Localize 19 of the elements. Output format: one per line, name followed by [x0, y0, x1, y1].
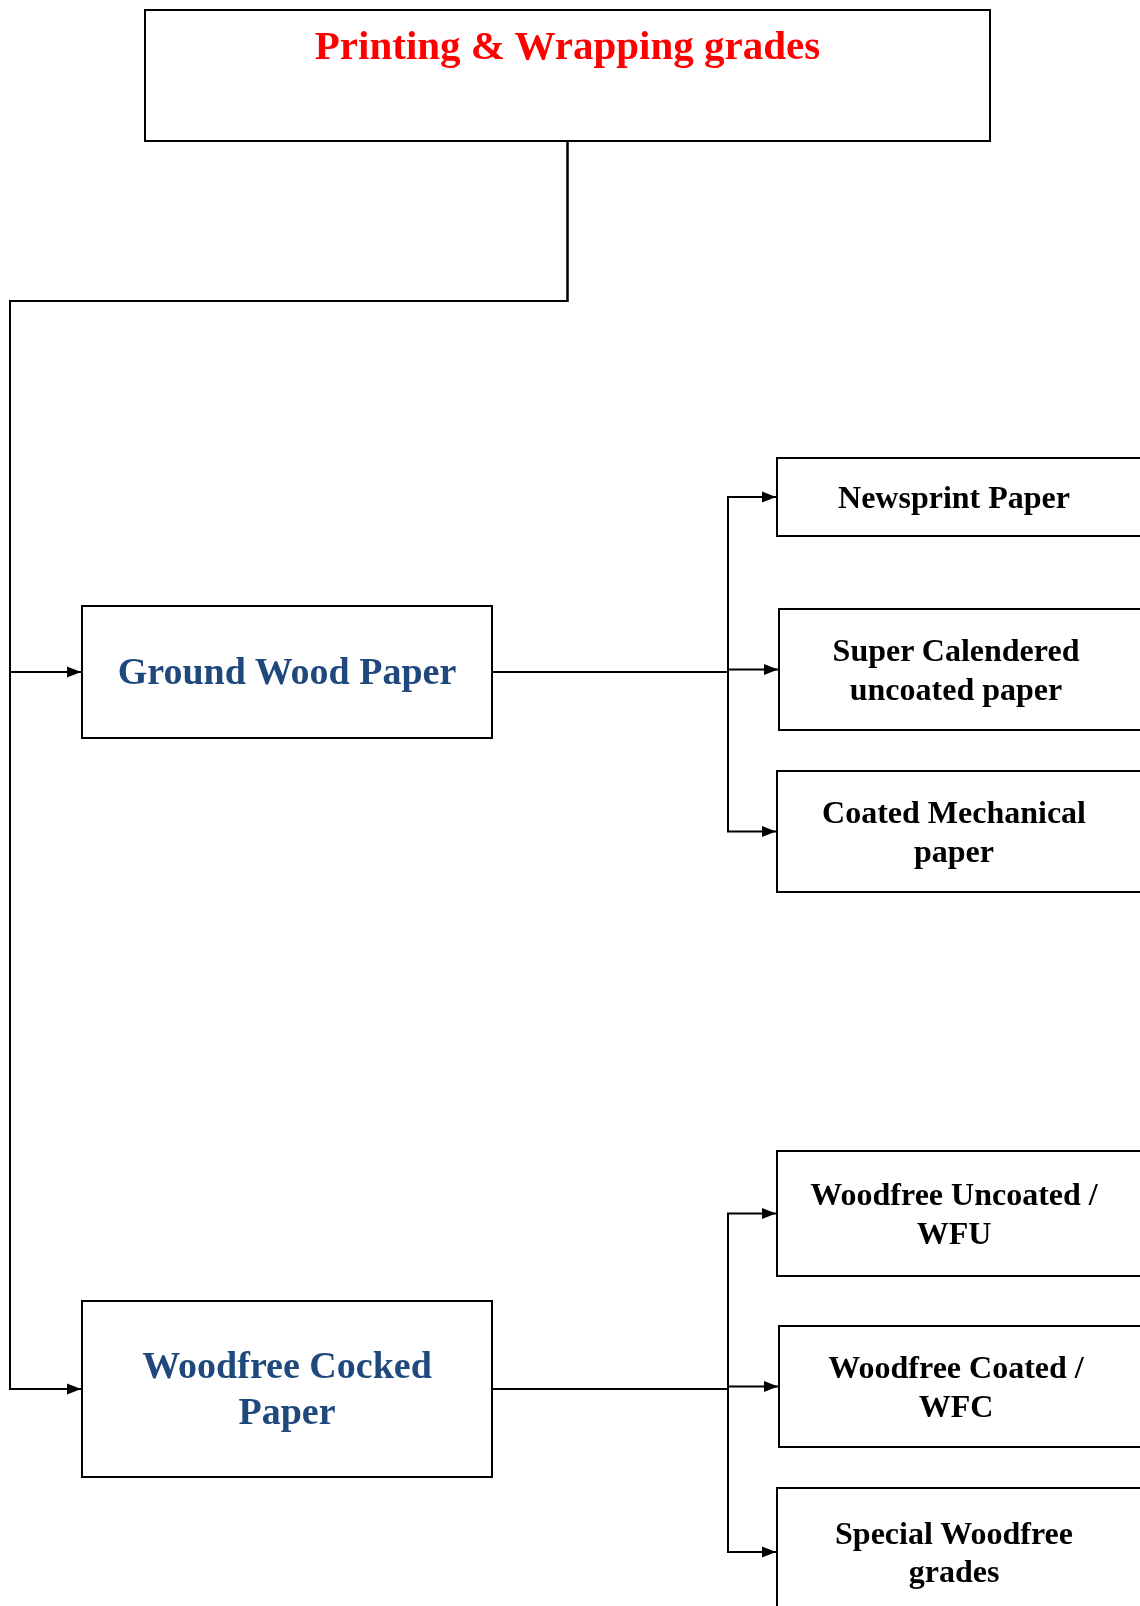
node-label: Woodfree Uncoated / WFU [809, 1175, 1099, 1252]
category-box [81, 605, 493, 739]
grade-box [776, 1150, 1140, 1277]
grade-box [776, 457, 1140, 537]
node-label: Newsprint Paper [838, 477, 1070, 517]
connector-arrow [9, 141, 569, 1395]
grade-box [776, 1487, 1140, 1606]
title-box [144, 9, 991, 142]
node-label: Woodfree Coated / WFC [827, 1348, 1085, 1425]
node-label: Special Woodfree grades [834, 1513, 1074, 1591]
grade-box [778, 608, 1140, 731]
grade-box [776, 770, 1140, 893]
node-label: Super Calendered uncoated paper [831, 631, 1081, 708]
node-label: Ground Wood Paper [117, 649, 457, 695]
node-label: Coated Mechanical paper [821, 793, 1087, 870]
node-label: Woodfree Cocked Paper [141, 1343, 433, 1434]
node-label: Printing & Wrapping grades [314, 21, 821, 70]
category-box [81, 1300, 493, 1478]
grade-box [778, 1325, 1140, 1448]
